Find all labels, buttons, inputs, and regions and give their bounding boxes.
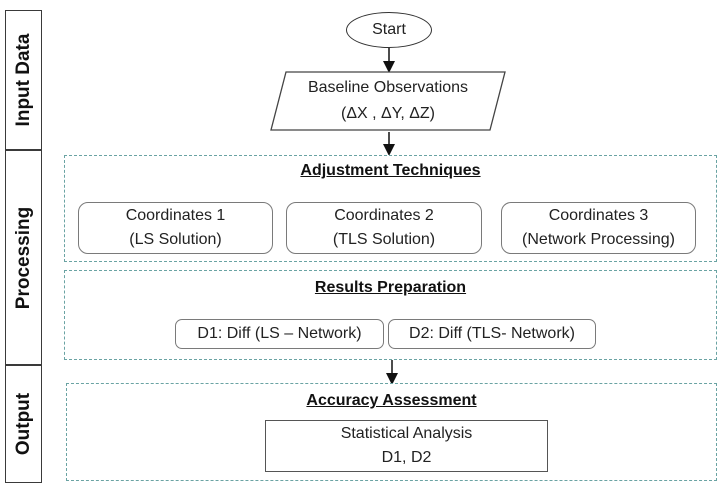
- section-input-data: Input Data: [5, 10, 42, 150]
- coordinates-1-line2: (LS Solution): [129, 231, 222, 248]
- coordinates-2-line1: Coordinates 2: [334, 207, 434, 224]
- adjustment-techniques-panel: Adjustment Techniques Coordinates 1 (LS …: [64, 155, 717, 262]
- statistical-analysis-box: Statistical Analysis D1, D2: [265, 420, 548, 472]
- start-label: Start: [372, 21, 406, 38]
- statistical-analysis-line1: Statistical Analysis: [340, 425, 473, 442]
- coordinates-2-box: Coordinates 2 (TLS Solution): [286, 202, 482, 254]
- coordinates-2-line2: (TLS Solution): [332, 231, 436, 248]
- adjustment-techniques-heading: Adjustment Techniques: [300, 162, 481, 179]
- statistical-analysis-line2: D1, D2: [381, 449, 432, 466]
- d1-diff-label: D1: Diff (LS – Network): [197, 325, 362, 342]
- baseline-parallelogram: [270, 71, 506, 131]
- coordinates-3-box: Coordinates 3 (Network Processing): [501, 202, 696, 254]
- d1-diff-box: D1: Diff (LS – Network): [175, 319, 384, 349]
- coordinates-1-box: Coordinates 1 (LS Solution): [78, 202, 273, 254]
- baseline-observations: Baseline Observations (ΔX , ΔY, ΔZ): [271, 72, 505, 130]
- d2-diff-box: D2: Diff (TLS- Network): [388, 319, 596, 349]
- coordinates-3-line1: Coordinates 3: [548, 207, 649, 224]
- results-preparation-panel: Results Preparation D1: Diff (LS – Netwo…: [64, 270, 717, 360]
- accuracy-assessment-panel: Accuracy Assessment Statistical Analysis…: [66, 383, 717, 481]
- baseline-line1: Baseline Observations: [307, 79, 469, 96]
- start-node: Start: [346, 12, 432, 48]
- baseline-line2: (ΔX , ΔY, ΔZ): [341, 105, 435, 122]
- coordinates-3-line2: (Network Processing): [522, 231, 675, 248]
- coordinates-1-line1: Coordinates 1: [125, 207, 226, 224]
- d2-diff-label: D2: Diff (TLS- Network): [409, 325, 575, 342]
- section-processing: Processing: [5, 150, 42, 365]
- section-output: Output: [5, 365, 42, 483]
- accuracy-assessment-heading: Accuracy Assessment: [306, 392, 477, 409]
- results-preparation-heading: Results Preparation: [314, 279, 467, 296]
